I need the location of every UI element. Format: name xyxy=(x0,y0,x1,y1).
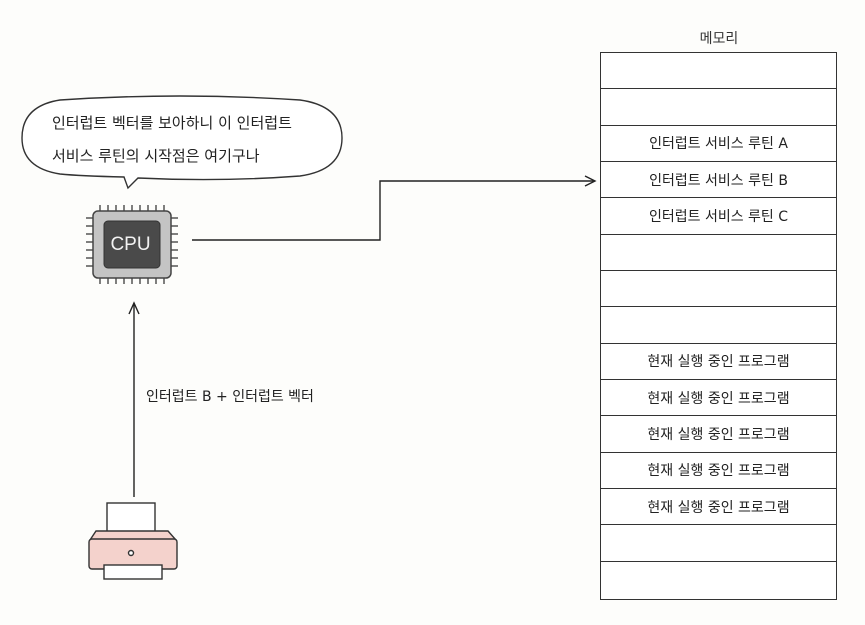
memory-row xyxy=(601,271,836,308)
memory-row: 인터럽트 서비스 루틴 B xyxy=(601,162,836,199)
speech-bubble-line-2: 서비스 루틴의 시작점은 여기구나 xyxy=(52,147,260,165)
memory-row: 인터럽트 서비스 루틴 A xyxy=(601,126,836,162)
memory-row xyxy=(601,53,836,90)
memory-row: 현재 실행 중인 프로그램 xyxy=(601,380,836,417)
cpu-to-memory-arrow xyxy=(192,175,597,241)
cpu-label: CPU xyxy=(110,233,151,255)
memory-row xyxy=(601,562,836,598)
speech-bubble-line-1: 인터럽트 벡터를 보아하니 이 인터럽트 xyxy=(52,114,292,132)
memory-row: 현재 실행 중인 프로그램 xyxy=(601,344,836,380)
interrupt-signal-label: 인터럽트 B + 인터럽트 벡터 xyxy=(146,389,314,405)
memory-row: 인터럽트 서비스 루틴 C xyxy=(601,198,836,235)
memory-row: 현재 실행 중인 프로그램 xyxy=(601,416,836,453)
memory-row xyxy=(601,307,836,344)
cpu-chip-icon xyxy=(86,205,178,284)
memory-row: 현재 실행 중인 프로그램 xyxy=(601,453,836,489)
memory-title: 메모리 xyxy=(699,31,739,47)
memory-row: 현재 실행 중인 프로그램 xyxy=(601,489,836,526)
memory-row xyxy=(601,89,836,126)
speech-bubble xyxy=(21,95,343,190)
printer-icon xyxy=(88,502,178,580)
memory-row xyxy=(601,235,836,271)
printer-to-cpu-arrow xyxy=(128,301,140,497)
memory-row xyxy=(601,525,836,562)
